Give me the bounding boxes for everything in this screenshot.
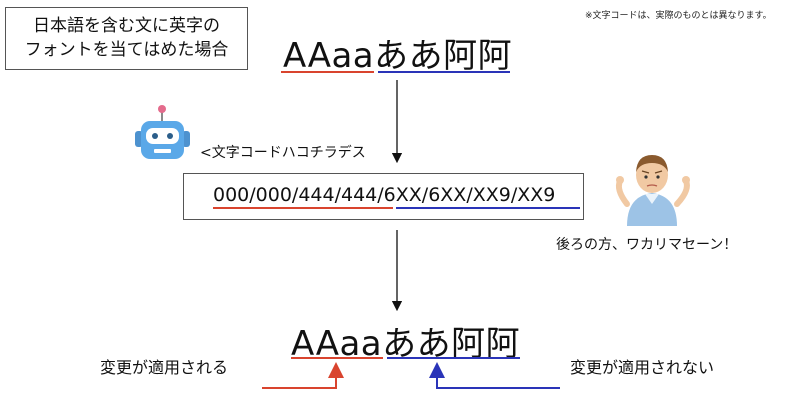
title-box: 日本語を含む文に英字の フォントを当てはめた場合: [5, 7, 248, 70]
bottom-latin-underline: [291, 357, 383, 359]
code-latin-underline: [213, 207, 393, 209]
not-applied-label: 変更が適用されない: [570, 358, 715, 377]
applied-label: 変更が適用される: [100, 358, 229, 377]
character-code-box: [183, 173, 584, 220]
title-line-2: フォントを当てはめた場合: [24, 40, 229, 60]
top-japanese-underline: [378, 71, 510, 73]
robot-speech-label: <文字コードハコチラデス: [200, 145, 366, 161]
not-applied-arrow: [429, 362, 560, 389]
character-code-text: 000/000/444/444/6XX/6XX/XX9/XX9: [213, 184, 555, 206]
disclaimer-note: ※文字コードは、実際のものとは異なります。: [585, 11, 772, 21]
code-japanese-underline: [396, 207, 580, 209]
top-sample-text: AAaaああ阿阿: [283, 28, 512, 77]
top-sample-latin: AAaa: [283, 36, 375, 76]
applied-arrow: [262, 362, 344, 389]
robot-icon: [135, 105, 190, 159]
confused-person-icon: [615, 155, 690, 226]
top-sample-japanese: ああ阿阿: [374, 36, 513, 76]
title-line-1: 日本語を含む文に英字の: [33, 16, 220, 36]
bottom-japanese-underline: [387, 357, 520, 359]
person-speech-label: 後ろの方、ワカリマセーン！: [556, 237, 738, 253]
code-latin-part: 000/000/444/444/: [213, 184, 384, 206]
code-japanese-part: 6XX/6XX/XX9/XX9: [383, 184, 556, 206]
top-latin-underline: [281, 71, 374, 73]
